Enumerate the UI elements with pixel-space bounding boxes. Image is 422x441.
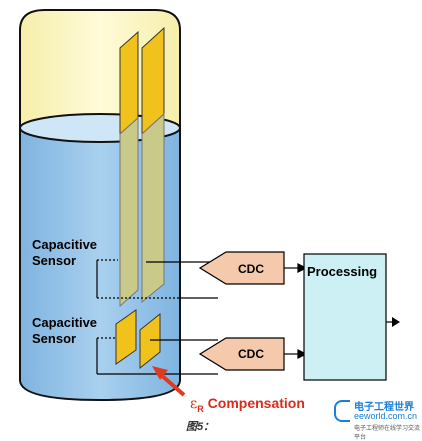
sensor-label-upper: Capacitive Sensor: [32, 237, 97, 269]
reference-sensor-electrodes: [115, 309, 161, 370]
sensor-label-lower-line2: Sensor: [32, 331, 77, 346]
compensation-arrow: [152, 366, 186, 397]
processing-block: [303, 253, 387, 381]
tank-upper-region: [19, 9, 181, 129]
watermark-logo-sub: 电子工程师在线学习交流平台: [354, 426, 421, 441]
reference-electrode-left: [115, 309, 137, 365]
figure-caption: 图5：: [186, 421, 215, 433]
reference-electrode-right: [139, 312, 161, 370]
level-electrode-right-submerged: [141, 112, 165, 304]
watermark-logo-cn: 电子工程世界: [354, 402, 414, 413]
level-electrode-left: [119, 30, 139, 136]
epsilon-subscript: R: [197, 403, 204, 414]
cdc-label-top: CDC: [238, 262, 264, 276]
watermark-logo-mark: [334, 400, 350, 422]
cdc-to-processing-arrows: [284, 263, 308, 359]
processing-output-arrow: [386, 317, 400, 327]
watermark-logo-en: eeworld.com.cn: [354, 411, 418, 421]
compensation-label: εR Compensation: [190, 395, 305, 414]
upper-sensor-wiring: [96, 259, 218, 299]
processing-label: Processing: [307, 264, 378, 279]
compensation-text: Compensation: [203, 395, 305, 411]
liquid-surface: [19, 113, 181, 143]
sensor-label-upper-line1: Capacitive: [32, 237, 98, 252]
sensor-label-lower-line1: Capacitive: [32, 315, 98, 330]
cdc-label-bottom: CDC: [238, 347, 264, 361]
level-sensor-electrodes: [119, 26, 165, 308]
sensor-label-lower: Capacitive Sensor: [32, 315, 97, 347]
level-electrode-left-submerged: [119, 116, 139, 308]
epsilon-symbol: ε: [190, 396, 198, 412]
sensor-label-upper-line2: Sensor: [32, 253, 77, 268]
